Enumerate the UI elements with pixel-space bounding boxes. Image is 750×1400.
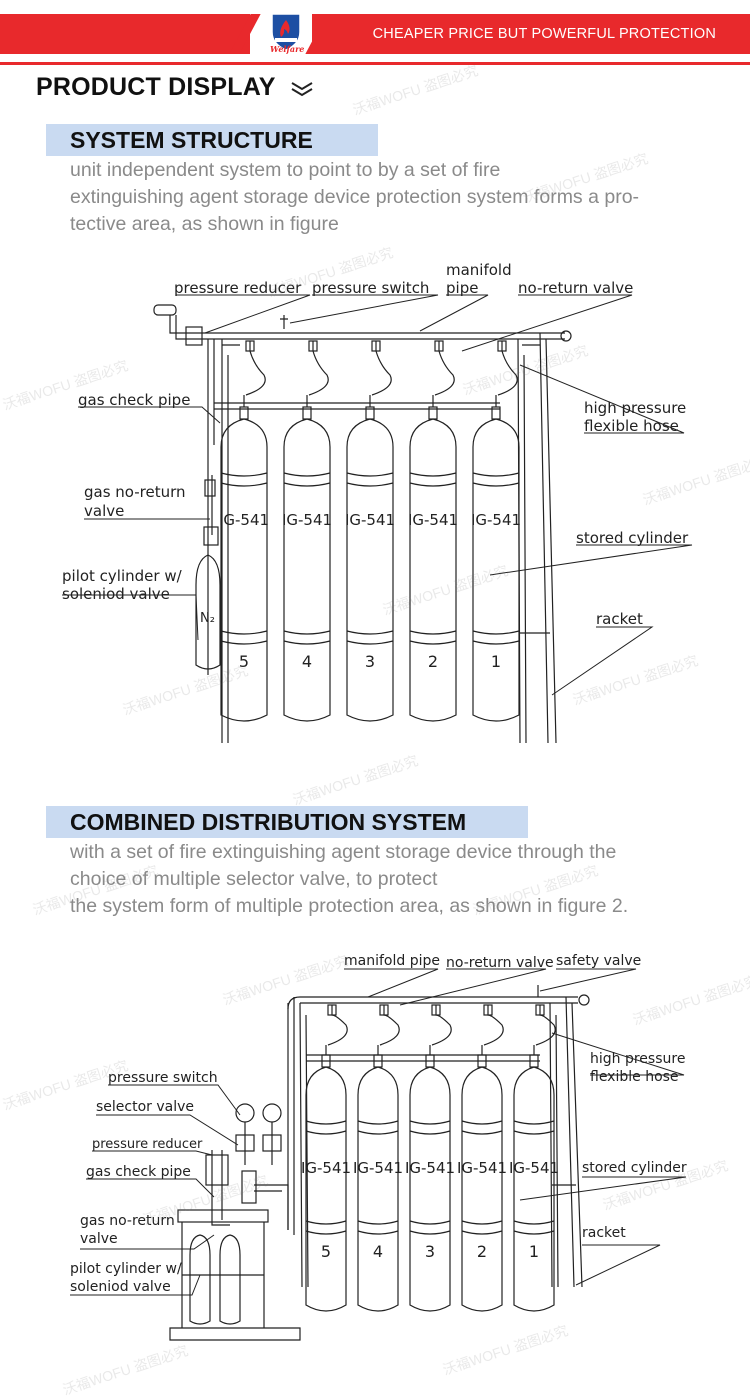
system-structure-diagram: IG-541 5 IG-541 4 IG-541 3 IG-541 2 IG-541 1 pres… <box>62 261 693 744</box>
label-gas-no-return: gas no-return <box>84 483 186 501</box>
cylinder-number: 5 <box>321 1242 331 1261</box>
label-flexible-hose: flexible hose <box>584 417 679 435</box>
stored-cylinder: IG-541 1 <box>471 340 521 722</box>
label-valve: valve <box>80 1231 118 1247</box>
label-racket: racket <box>596 610 643 628</box>
label-pressure-switch: pressure switch <box>312 279 429 297</box>
label-safety-valve: safety valve <box>556 953 641 969</box>
page-title: PRODUCT DISPLAY <box>36 73 276 101</box>
shield-logo-icon <box>271 13 301 51</box>
label-pressure-reducer: pressure reducer <box>92 1137 203 1152</box>
cylinder-mark: IG-541 <box>282 511 332 529</box>
banner-right-bar <box>312 14 750 54</box>
cylinder-mark: IG-541 <box>408 511 458 529</box>
label-flexible-hose: flexible hose <box>590 1069 679 1085</box>
label-pilot-cylinder: pilot cylinder w/ <box>70 1261 182 1277</box>
cylinder-mark: IG-541 <box>301 1159 351 1177</box>
label-manifold: manifold <box>446 261 512 279</box>
label-gas-no-return: gas no-return <box>80 1213 175 1229</box>
section-title: COMBINED DISTRIBUTION SYSTEM <box>70 809 467 835</box>
cylinder-number: 1 <box>529 1242 539 1261</box>
cylinder-number: 3 <box>425 1242 435 1261</box>
section-title: SYSTEM STRUCTURE <box>70 127 313 153</box>
cylinder-number: 4 <box>373 1242 383 1261</box>
header-banner: Welfare CHEAPER PRICE BUT POWERFUL PROTE… <box>0 0 750 70</box>
label-pressure-switch: pressure switch <box>108 1070 218 1086</box>
stored-cylinder: IG-541 5 <box>219 340 269 722</box>
label-solenoid-valve: soleniod valve <box>62 585 170 603</box>
cylinder-mark: IG-541 <box>457 1159 507 1177</box>
label-racket: racket <box>582 1225 626 1241</box>
label-high-pressure: high pressure <box>584 399 686 417</box>
section-description-line: unit independent system to point to by a… <box>70 159 501 181</box>
label-manifold-pipe: manifold pipe <box>344 953 440 969</box>
combined-distribution-diagram: IG-541 5 IG-541 4 IG-541 3 IG-541 2 IG-541 1 mani… <box>70 953 687 1341</box>
cylinder-mark: IG-541 <box>471 511 521 529</box>
stored-cylinder: IG-541 1 <box>509 1004 559 1312</box>
section-description-line: with a set of fire extinguishing agent s… <box>70 841 617 863</box>
cylinder-mark: IG-541 <box>509 1159 559 1177</box>
label-high-pressure: high pressure <box>590 1051 685 1067</box>
section-description-line: extinguishing agent storage device prote… <box>70 186 640 208</box>
cylinder-number: 2 <box>428 652 438 671</box>
slogan: CHEAPER PRICE BUT POWERFUL PROTECTION <box>372 26 716 42</box>
label-no-return-valve: no-return valve <box>446 955 554 971</box>
stored-cylinder: IG-541 4 <box>353 1004 403 1312</box>
stored-cylinder: IG-541 3 <box>405 1004 455 1312</box>
banner-underline <box>0 62 750 65</box>
stored-cylinder: IG-541 4 <box>282 340 332 722</box>
label-valve: valve <box>84 502 124 520</box>
cylinder-mark: IG-541 <box>345 511 395 529</box>
label-n2: N₂ <box>200 611 215 626</box>
cylinder-number: 5 <box>239 652 249 671</box>
logo-text: Welfare <box>270 44 305 54</box>
label-no-return-valve: no-return valve <box>518 279 633 297</box>
label-stored-cylinder: stored cylinder <box>576 529 689 547</box>
label-gas-check-pipe: gas check pipe <box>86 1164 191 1180</box>
stored-cylinder: IG-541 2 <box>457 1004 507 1312</box>
watermark: 沃福WOFU 盗图必究 <box>290 752 420 808</box>
label-manifold-pipe: pipe <box>446 279 478 297</box>
banner-left-bar <box>0 14 250 54</box>
stored-cylinder: IG-541 2 <box>408 340 458 722</box>
cylinder-number: 2 <box>477 1242 487 1261</box>
label-pilot-cylinder: pilot cylinder w/ <box>62 567 183 585</box>
label-selector-valve: selector valve <box>96 1099 194 1115</box>
cylinder-number: 3 <box>365 652 375 671</box>
cylinder-mark: IG-541 <box>219 511 269 529</box>
section-title-bar <box>46 806 528 838</box>
double-chevron-down-icon <box>291 82 313 97</box>
cylinder-mark: IG-541 <box>405 1159 455 1177</box>
cylinder-number: 4 <box>302 652 312 671</box>
label-stored-cylinder: stored cylinder <box>582 1160 687 1176</box>
label-solenoid-valve: soleniod valve <box>70 1279 171 1295</box>
section-description-line: choice of multiple selector valve, to pr… <box>70 868 438 890</box>
label-pressure-reducer: pressure reducer <box>174 279 302 297</box>
cylinder-number: 1 <box>491 652 501 671</box>
cylinder-mark: IG-541 <box>353 1159 403 1177</box>
section-description-line: tective area, as shown in figure <box>70 213 339 235</box>
label-gas-check-pipe: gas check pipe <box>78 391 190 409</box>
stored-cylinder: IG-541 3 <box>345 340 395 722</box>
stored-cylinder: IG-541 5 <box>301 1004 351 1312</box>
section-title-bar <box>46 124 378 156</box>
section-description-line: the system form of multiple protection a… <box>70 895 629 917</box>
